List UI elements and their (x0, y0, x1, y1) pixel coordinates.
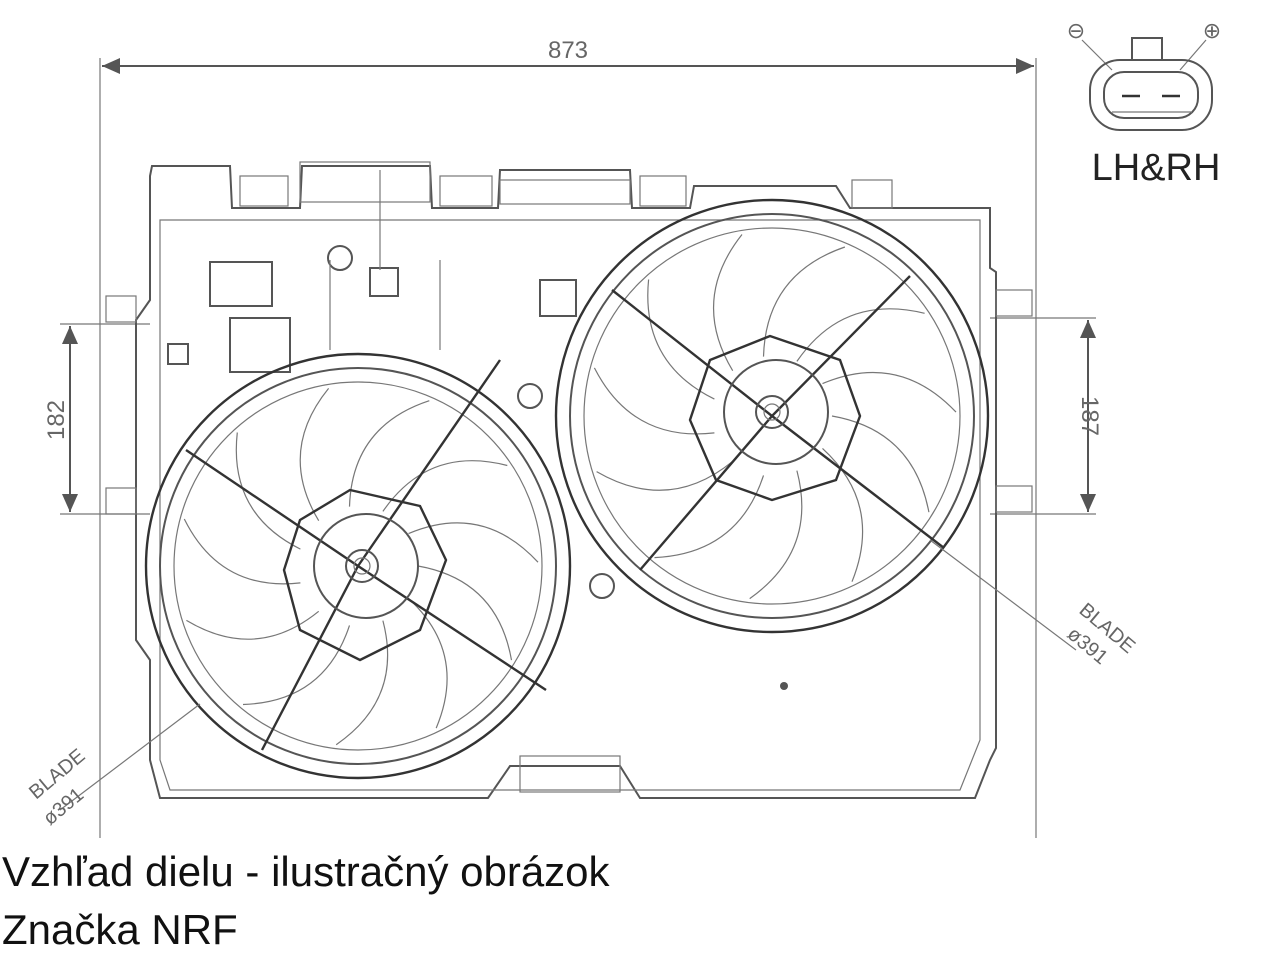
fan-blade (762, 246, 846, 357)
illustration-note: Vzhľad dielu - ilustračný obrázok (2, 848, 610, 895)
fan-blade (749, 470, 803, 600)
fan-blade (408, 597, 448, 729)
brand-label: Značka NRF (2, 906, 238, 953)
fan-blade (654, 475, 765, 559)
shroud-frame (105, 161, 1033, 799)
fan-blade (831, 415, 930, 513)
fan-blade (335, 620, 389, 746)
fan-blade (235, 432, 301, 550)
left-fan (144, 352, 572, 780)
plus-terminal-icon: ⊕ (1203, 18, 1221, 43)
fan-blade (299, 388, 330, 522)
fan-blade (822, 372, 957, 413)
fan-blade (408, 522, 539, 563)
connector-label: LH&RH (1092, 147, 1221, 189)
right-blade-callout: BLADE ø391 (929, 539, 1139, 669)
connector-pinout: ⊖ ⊕ LH&RH (1067, 18, 1221, 189)
left-height-label: 182 (43, 400, 70, 440)
fan-blade (822, 447, 864, 582)
left-height-dimension: 182 (43, 323, 150, 515)
right-fan (554, 198, 990, 634)
fan-blade (596, 460, 734, 491)
fan-blade (183, 518, 301, 585)
fan-blade (712, 234, 743, 372)
width-dimension: 873 (99, 37, 1037, 838)
fan-blade (417, 565, 513, 661)
left-blade-callout: BLADE ø391 (25, 703, 201, 830)
fan-blade (242, 625, 351, 706)
right-height-dimension: 187 (990, 317, 1103, 515)
fan-blade (382, 460, 508, 512)
fan-blade (186, 610, 320, 640)
right-height-label: 187 (1076, 396, 1103, 436)
minus-terminal-icon: ⊖ (1067, 18, 1085, 43)
fan-blade (796, 308, 925, 362)
fan-assembly-drawing: 873 182 187 (25, 18, 1221, 838)
width-dimension-label: 873 (548, 37, 588, 64)
fan-blade (647, 279, 715, 400)
fan-blade (348, 400, 430, 507)
